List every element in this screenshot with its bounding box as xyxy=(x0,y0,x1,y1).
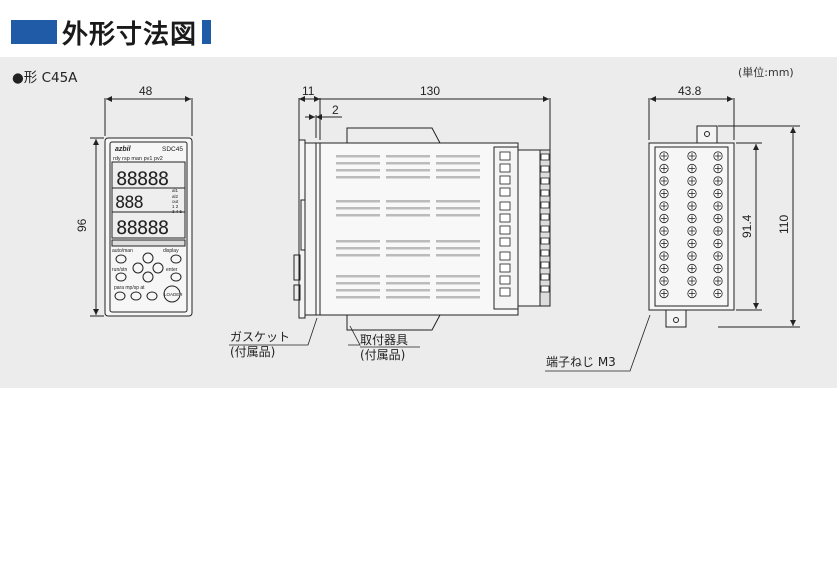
bracket-note: (付属品) xyxy=(360,348,406,362)
pv-display: 88888 xyxy=(116,168,169,190)
section-header: 外形寸法図 xyxy=(0,0,837,56)
dim-depth: 130 xyxy=(420,84,440,98)
side-vents xyxy=(336,155,480,299)
dim-front-height: 96 xyxy=(75,218,89,232)
key-label: display xyxy=(163,248,179,254)
key-label: run/stn xyxy=(112,267,128,273)
loader-label: LOADER xyxy=(164,292,183,297)
bracket-callout: 取付器具 (付属品) xyxy=(360,333,408,363)
dim-rear-width: 43.8 xyxy=(678,84,702,98)
header-accent-bar xyxy=(11,20,57,44)
screw-callout: 端子ねじ M3 xyxy=(546,355,616,369)
gasket-label: ガスケット xyxy=(230,330,291,344)
key-label: enter xyxy=(166,267,178,273)
side-indicator: al2 xyxy=(172,194,179,199)
unit-note: (単位:mm) xyxy=(738,66,794,79)
dim-gap: 2 xyxy=(332,103,339,117)
side-indicator: 1 2 xyxy=(172,204,179,209)
gasket-note: (付属品) xyxy=(230,345,276,359)
sp-display: 888 xyxy=(115,193,143,213)
front-view xyxy=(90,96,193,317)
side-terminals xyxy=(499,151,550,297)
front-text: azbil SDC45 rdy rsp man pv1 pv2 88888 88… xyxy=(112,146,183,297)
side-indicator: 3 4 5 xyxy=(172,209,183,214)
dim-rear-inner: 91.4 xyxy=(740,214,754,238)
out-display: 88888 xyxy=(116,217,169,239)
dim-rear-outer: 110 xyxy=(777,215,791,234)
rear-terminal-screws xyxy=(659,151,723,299)
dim-gasket: 11 xyxy=(302,84,315,98)
brand-label: azbil xyxy=(115,146,132,153)
model-label: ●形 C45A xyxy=(12,70,78,86)
model-badge: SDC45 xyxy=(162,146,183,153)
gasket-callout: ガスケット (付属品) xyxy=(230,330,290,360)
side-indicator: out xyxy=(172,199,179,204)
key-label: auto/man xyxy=(112,248,133,254)
bracket-label: 取付器具 xyxy=(360,333,409,347)
rear-view xyxy=(648,96,800,328)
page-title: 外形寸法図 xyxy=(62,20,198,50)
indicator-row: rdy rsp man pv1 pv2 xyxy=(113,156,163,162)
header-end-bar xyxy=(202,20,211,44)
leaders xyxy=(229,314,651,372)
dim-front-width: 48 xyxy=(139,84,153,98)
key-label: para mp/sp at xyxy=(114,285,145,291)
side-indicator: al1 xyxy=(172,188,179,193)
